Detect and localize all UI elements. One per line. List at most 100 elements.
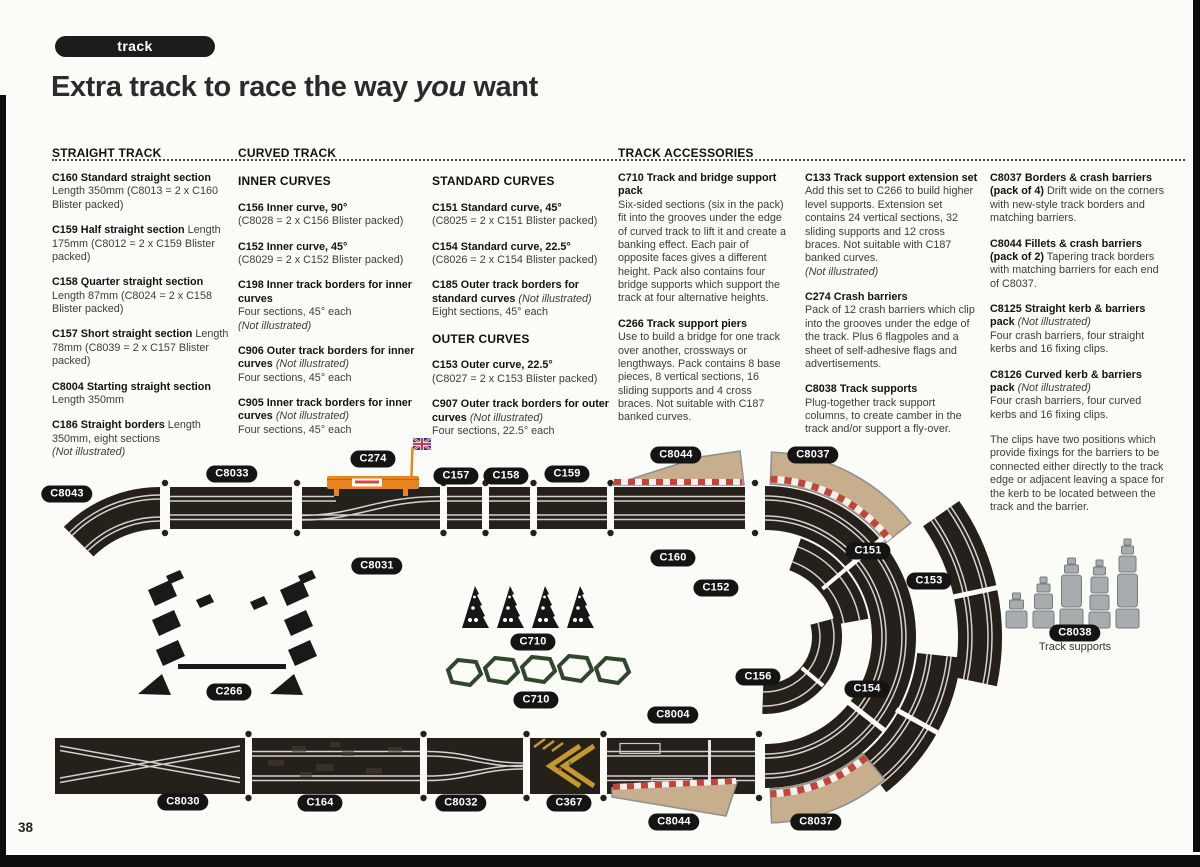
product-text: Length 350mm (C8013 = 2 x C160 Blister p… (52, 185, 218, 211)
product-text: Four sections, 45° each (238, 306, 352, 319)
product-entry: C157 Short straight section Length 78mm … (52, 328, 232, 368)
product-entry: C8037 Borders & crash barriers (pack of … (990, 172, 1166, 226)
product-text: Drift wide on the corners with new-style… (990, 185, 1165, 225)
product-text: (Not illustrated) (1017, 381, 1091, 394)
title-text-end: want (465, 71, 538, 103)
part-label-c8030: C8030 (157, 793, 209, 811)
part-label-c8004: C8004 (647, 706, 699, 724)
product-text: Four crash barriers, four curved kerbs a… (990, 395, 1142, 421)
part-label-c8043: C8043 (41, 485, 93, 503)
column-accessories-c: C8037 Borders & crash barriers (pack of … (990, 172, 1166, 526)
scan-edge-left (0, 95, 6, 857)
fillet-border-c8044-top (611, 450, 745, 486)
product-title: C710 Track and bridge support pack (618, 172, 777, 198)
part-label-c152: C152 (693, 579, 739, 597)
straight-track-entries: C160 Standard straight section Length 35… (52, 172, 232, 459)
union-jack-flag (412, 437, 432, 451)
product-text: (Not illustrated) (275, 410, 350, 423)
track-supports-c8038 (1005, 538, 1140, 629)
product-title: C153 Outer curve, 22.5° (432, 359, 553, 372)
part-label-c367: C367 (546, 794, 592, 812)
product-text: Four crash barriers, four straight kerbs… (990, 329, 1145, 356)
part-label-c151: C151 (845, 542, 891, 560)
part-label-c8037: C8037 (790, 813, 842, 831)
product-title: C186 Straight borders (52, 419, 165, 432)
inner-curve-c156 (762, 617, 842, 714)
product-text: Six-sided sections (six in the pack) fit… (618, 198, 787, 305)
product-title: C159 Half straight section (52, 224, 185, 237)
product-text: (Not illustrated) (1017, 316, 1091, 329)
product-text: (Not illustrated) (469, 411, 544, 424)
product-text: (C8029 = 2 x C152 Blister packed) (238, 254, 404, 266)
product-title: C156 Inner curve, 90° (238, 201, 348, 214)
product-entry: C198 Inner track borders for inner curve… (238, 279, 424, 333)
product-text: Plug-together track support columns, to … (805, 396, 962, 436)
part-label-c159: C159 (544, 465, 590, 483)
part-label-c8033: C8033 (206, 465, 258, 483)
rough-surface-texture (268, 742, 402, 777)
product-text: Four sections, 45° each (238, 423, 352, 436)
product-entry: C154 Standard curve, 22.5°(C8026 = 2 x C… (432, 241, 616, 268)
product-title: C133 Track support extension set (805, 172, 978, 184)
part-label-c8032: C8032 (435, 794, 487, 812)
curved-border-c8037-bottom (769, 752, 886, 824)
banking-wedges-c710 (445, 653, 632, 688)
part-label-c8038: C8038 (1049, 624, 1101, 642)
part-label-c8044: C8044 (648, 813, 700, 831)
product-entry: C8044 Fillets & crash barriers (pack of … (990, 238, 1166, 292)
scan-edge-right (1193, 0, 1200, 852)
product-title: C154 Standard curve, 22.5° (432, 240, 571, 253)
page-title: Extra track to race the way you want (51, 71, 538, 104)
product-title: C152 Inner curve, 45° (238, 240, 348, 253)
section-badge: track (55, 36, 215, 57)
header-curved-track: CURVED TRACK (238, 146, 337, 160)
product-entry: C186 Straight borders Length 350mm, eigh… (52, 419, 232, 459)
product-text: (C8026 = 2 x C154 Blister packed) (432, 254, 598, 266)
product-text: Eight sections, 45° each (432, 306, 548, 319)
product-title: C8004 Starting straight section (52, 380, 211, 393)
product-entry: C8125 Straight kerb & barriers pack (Not… (990, 303, 1166, 357)
curve-piece-c8043 (63, 487, 161, 558)
header-track-accessories: TRACK ACCESSORIES (618, 146, 754, 160)
subheader-inner-curves: INNER CURVES (238, 174, 331, 188)
column-standard-outer-curves: STANDARD CURVES C151 Standard curve, 45°… (432, 172, 616, 450)
part-label-c710: C710 (510, 633, 556, 651)
product-text: Add this set to C266 to build higher lev… (805, 185, 974, 265)
product-entry: C907 Outer track borders for outer curve… (432, 398, 616, 438)
product-text: (Not illustrated) (52, 446, 126, 458)
part-label-c156: C156 (735, 668, 781, 686)
product-entry: C160 Standard straight section Length 35… (52, 172, 232, 212)
product-text: (C8028 = 2 x C156 Blister packed) (238, 215, 404, 228)
part-label-c8037: C8037 (787, 446, 839, 464)
product-title: C198 Inner track borders for inner curve… (238, 279, 413, 305)
product-text: (Not illustrated) (805, 265, 879, 278)
fillet-border-c8044-bottom (611, 778, 739, 817)
product-title: C8037 Borders & crash barriers (pack of … (990, 172, 1153, 198)
column-straight-track: C160 Standard straight section Length 35… (52, 172, 232, 471)
chevron-track-c367 (533, 737, 596, 789)
product-entry: C906 Outer track borders for inner curve… (238, 345, 424, 385)
product-title: C8038 Track supports (805, 383, 918, 396)
part-label-c8044: C8044 (650, 446, 702, 464)
product-text: Use to build a bridge for one track over… (618, 331, 781, 424)
product-entry: C152 Inner curve, 45°(C8029 = 2 x C152 B… (238, 241, 424, 268)
part-label-c710: C710 (513, 691, 559, 709)
product-text: (C8027 = 2 x C153 Blister packed) (432, 372, 598, 385)
product-text: (Not illustrated) (275, 358, 350, 371)
title-emphasis: you (415, 71, 466, 103)
part-label-c157: C157 (433, 467, 479, 485)
product-title: C8044 Fillets & crash barriers (pack of … (990, 237, 1142, 263)
inner-curve-c152 (788, 538, 869, 626)
product-title: C906 Outer track borders for inner curve… (238, 344, 415, 371)
subheader-outer-curves: OUTER CURVES (432, 331, 530, 346)
product-title: C158 Quarter straight section (52, 276, 204, 289)
product-title: C8126 Curved kerb & barriers pack (990, 368, 1142, 394)
title-text: Extra track to race the way (51, 71, 416, 103)
product-title: C151 Standard curve, 45° (432, 201, 562, 214)
